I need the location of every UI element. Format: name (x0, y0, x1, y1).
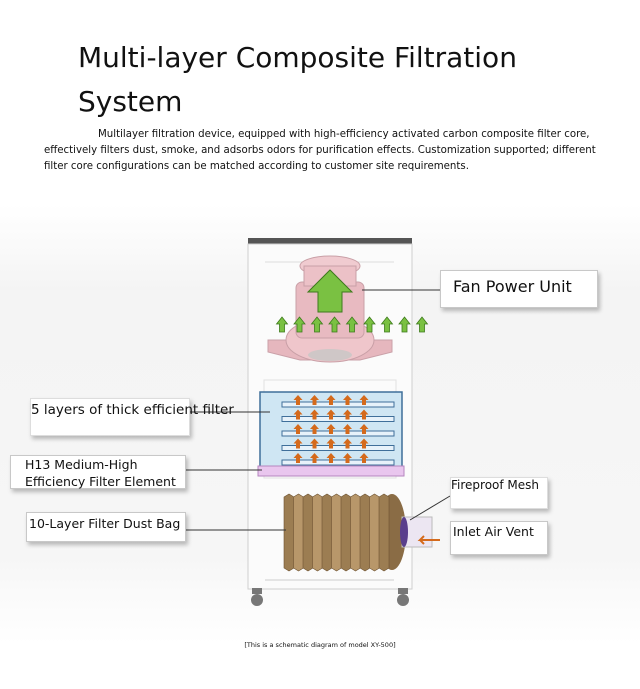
filter-airflow-arrow (326, 424, 336, 434)
small-airflow-arrow (363, 316, 376, 333)
small-airflow-arrow (328, 316, 341, 333)
filter-airflow-arrow (293, 395, 303, 405)
h13-filter-text: H13 Medium-High Efficiency Filter Elemen… (25, 457, 176, 489)
five-layers-label: 5 layers of thick efficient filter (30, 398, 234, 436)
small-airflow-arrow (345, 316, 359, 333)
fireproof-mesh-text: Fireproof Mesh (451, 478, 540, 492)
dust-bag-pleat (302, 493, 314, 572)
dust-bag-pleat (359, 493, 371, 572)
filter-airflow-arrow (310, 409, 319, 420)
filter-airflow-arrow (359, 438, 369, 449)
dust-bag-text: 10-Layer Filter Dust Bag (29, 516, 181, 531)
small-airflow-arrow (293, 316, 306, 333)
filter-airflow-arrow (310, 395, 319, 405)
filter-airflow-arrow (293, 409, 303, 420)
caster-wheels (251, 588, 409, 606)
dust-bag (283, 493, 406, 572)
filter-airflow-arrow (310, 453, 319, 463)
airflow-arrows (275, 316, 429, 333)
filter-airflow-arrow (359, 395, 369, 405)
dust-bag-pleat (378, 493, 390, 572)
five-layers-text: 5 layers of thick efficient filter (31, 402, 234, 418)
dust-bag-pleat (331, 493, 342, 572)
filter-airflow-arrow (310, 424, 319, 434)
filter-airflow-arrow (326, 453, 336, 463)
leader-lines (185, 289, 451, 531)
filter-airflow-arrow (310, 438, 319, 449)
filter-airflow-arrow (293, 453, 303, 463)
inlet-air-vent-label: Inlet Air Vent (450, 521, 548, 555)
filter-airflow-arrow (343, 438, 352, 449)
description: Multilayer filtration device, equipped w… (44, 129, 596, 172)
filter-airflow-arrow (359, 453, 369, 463)
dust-bag-pleat (321, 493, 333, 572)
dust-bag-pleat (369, 493, 380, 572)
filter-layer (281, 416, 395, 422)
filter-layer (281, 459, 395, 466)
fan-power-unit-text: Fan Power Unit (453, 277, 572, 296)
small-airflow-arrow (275, 316, 289, 333)
dust-bag-pleat (340, 493, 352, 572)
filter-airflow-arrow (359, 409, 369, 420)
filter-airflow-arrow (326, 395, 336, 405)
fan-power-unit-label: Fan Power Unit (440, 270, 598, 308)
page-title: Multi-layer Composite Filtration System (78, 41, 517, 118)
filter-layer (281, 401, 395, 408)
airflow-up-arrow (306, 269, 354, 313)
dust-bag-pleat (283, 493, 295, 572)
dust-bag-label: 10-Layer Filter Dust Bag (26, 512, 186, 542)
dust-bag-pleat (293, 493, 304, 572)
filter-layer (281, 445, 395, 451)
filter-airflow-arrow (326, 438, 336, 449)
filter-airflow-arrow (343, 453, 352, 463)
filter-airflow-arrow (293, 424, 303, 434)
filter-airflow-arrow (343, 409, 352, 420)
filter-airflow-arrow (326, 409, 336, 420)
dust-bag-pleat (312, 493, 323, 572)
small-airflow-arrow (380, 316, 394, 333)
inlet-air-vent-text: Inlet Air Vent (453, 524, 534, 539)
filter-airflow-arrow (343, 424, 352, 434)
filter-layer (281, 430, 395, 437)
fireproof-mesh-label: Fireproof Mesh (450, 477, 548, 509)
h13-filter-label: H13 Medium-High Efficiency Filter Elemen… (10, 455, 186, 489)
filter-layers (281, 395, 395, 466)
filter-airflow-arrow (343, 395, 352, 405)
diagram-caption: [This is a schematic diagram of model XY… (244, 641, 396, 649)
small-airflow-arrow (415, 316, 429, 333)
filter-airflow-arrow (293, 438, 303, 449)
inlet-vent (400, 516, 440, 548)
dust-bag-pleat (350, 493, 361, 572)
small-airflow-arrow (310, 316, 324, 333)
h13-filter-element (257, 465, 405, 477)
small-airflow-arrow (398, 316, 411, 333)
filter-airflow-arrow (359, 424, 369, 434)
